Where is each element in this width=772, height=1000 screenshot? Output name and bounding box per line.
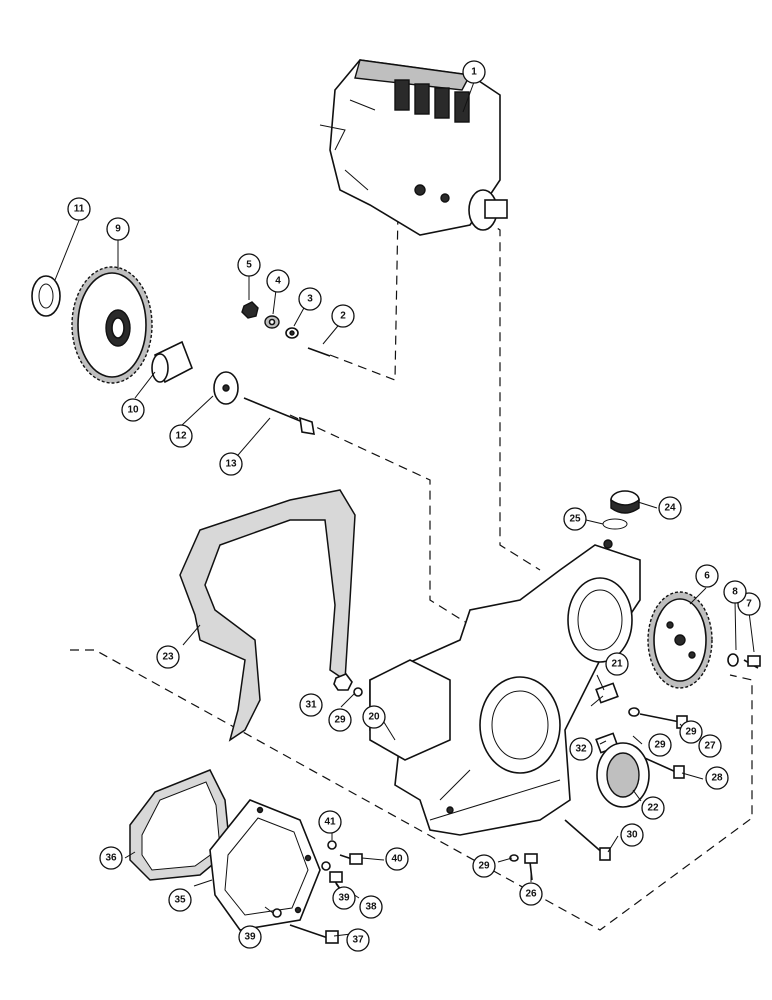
timing-cover-gasket [179, 489, 356, 742]
svg-text:2: 2 [340, 311, 346, 322]
callout-21: 21 [605, 652, 629, 676]
callout-26: 26 [519, 882, 543, 906]
svg-text:29: 29 [654, 740, 666, 751]
callout-23: 23 [156, 645, 180, 669]
svg-text:29: 29 [334, 715, 346, 726]
callout-3: 3 [298, 287, 322, 311]
pump-drive-gear [647, 591, 761, 689]
svg-text:37: 37 [352, 935, 364, 946]
callout-38: 38 [359, 895, 383, 919]
svg-text:26: 26 [525, 889, 537, 900]
inspection-cover [209, 799, 321, 931]
callout-30: 30 [620, 823, 644, 847]
callout-39-a: 39 [238, 925, 262, 949]
svg-text:32: 32 [575, 744, 587, 755]
svg-text:13: 13 [225, 459, 237, 470]
svg-text:10: 10 [127, 405, 139, 416]
svg-text:3: 3 [307, 294, 313, 305]
callout-20: 20 [362, 705, 386, 729]
callouts: 1 2 3 4 5 6 7 8 9 10 11 12 13 20 21 22 2… [67, 60, 761, 952]
svg-text:5: 5 [246, 260, 252, 271]
svg-text:41: 41 [324, 817, 336, 828]
svg-text:29: 29 [478, 861, 490, 872]
callout-36: 36 [99, 846, 123, 870]
svg-text:30: 30 [626, 830, 638, 841]
callout-8: 8 [723, 580, 747, 604]
nut-and-washer [333, 673, 363, 697]
svg-text:24: 24 [664, 503, 676, 514]
callout-41: 41 [318, 810, 342, 834]
injection-pump [319, 59, 508, 236]
callout-10: 10 [121, 398, 145, 422]
callout-5: 5 [237, 253, 261, 277]
svg-text:11: 11 [74, 204, 85, 215]
svg-text:31: 31 [305, 700, 317, 711]
callout-25: 25 [563, 507, 587, 531]
callout-37: 37 [346, 928, 370, 952]
svg-text:40: 40 [391, 854, 403, 865]
callout-40: 40 [385, 847, 409, 871]
timing-gear-housing [369, 539, 641, 836]
callout-35: 35 [168, 888, 192, 912]
svg-text:12: 12 [175, 431, 187, 442]
svg-text:23: 23 [162, 652, 174, 663]
callout-29-c: 29 [648, 733, 672, 757]
stud-washer-nut-set [241, 301, 331, 357]
dowels-bolts-seal [509, 682, 688, 881]
svg-text:27: 27 [704, 741, 716, 752]
callout-22: 22 [641, 796, 665, 820]
callout-31: 31 [299, 693, 323, 717]
callout-1: 1 [462, 60, 486, 84]
idler-gear-assembly [31, 266, 315, 435]
svg-text:36: 36 [105, 853, 117, 864]
svg-text:35: 35 [174, 895, 186, 906]
svg-text:9: 9 [115, 224, 121, 235]
callout-13: 13 [219, 452, 243, 476]
svg-text:25: 25 [569, 514, 581, 525]
plug-and-oring [602, 490, 640, 530]
callout-29-d: 29 [472, 854, 496, 878]
svg-text:20: 20 [368, 712, 380, 723]
cover-gasket [129, 769, 231, 881]
callout-24: 24 [658, 496, 682, 520]
svg-text:38: 38 [365, 902, 377, 913]
svg-text:39: 39 [244, 932, 256, 943]
svg-text:7: 7 [746, 599, 752, 610]
callout-11: 11 [67, 197, 91, 221]
svg-text:39: 39 [338, 893, 350, 904]
callout-4: 4 [266, 269, 290, 293]
callout-32: 32 [569, 737, 593, 761]
callout-28: 28 [705, 766, 729, 790]
callout-39-b: 39 [332, 886, 356, 910]
callout-9: 9 [106, 217, 130, 241]
svg-text:1: 1 [471, 67, 477, 78]
callout-6: 6 [695, 564, 719, 588]
svg-text:21: 21 [611, 659, 623, 670]
svg-text:6: 6 [704, 571, 710, 582]
callout-29-b: 29 [679, 720, 703, 744]
svg-text:22: 22 [647, 803, 659, 814]
callout-29-a: 29 [328, 708, 352, 732]
callout-27: 27 [698, 734, 722, 758]
callout-12: 12 [169, 424, 193, 448]
callout-2: 2 [331, 304, 355, 328]
svg-text:28: 28 [711, 773, 723, 784]
svg-text:29: 29 [685, 727, 697, 738]
assembly-dashed-lines [70, 209, 753, 931]
svg-text:8: 8 [732, 587, 738, 598]
svg-text:4: 4 [275, 276, 281, 287]
